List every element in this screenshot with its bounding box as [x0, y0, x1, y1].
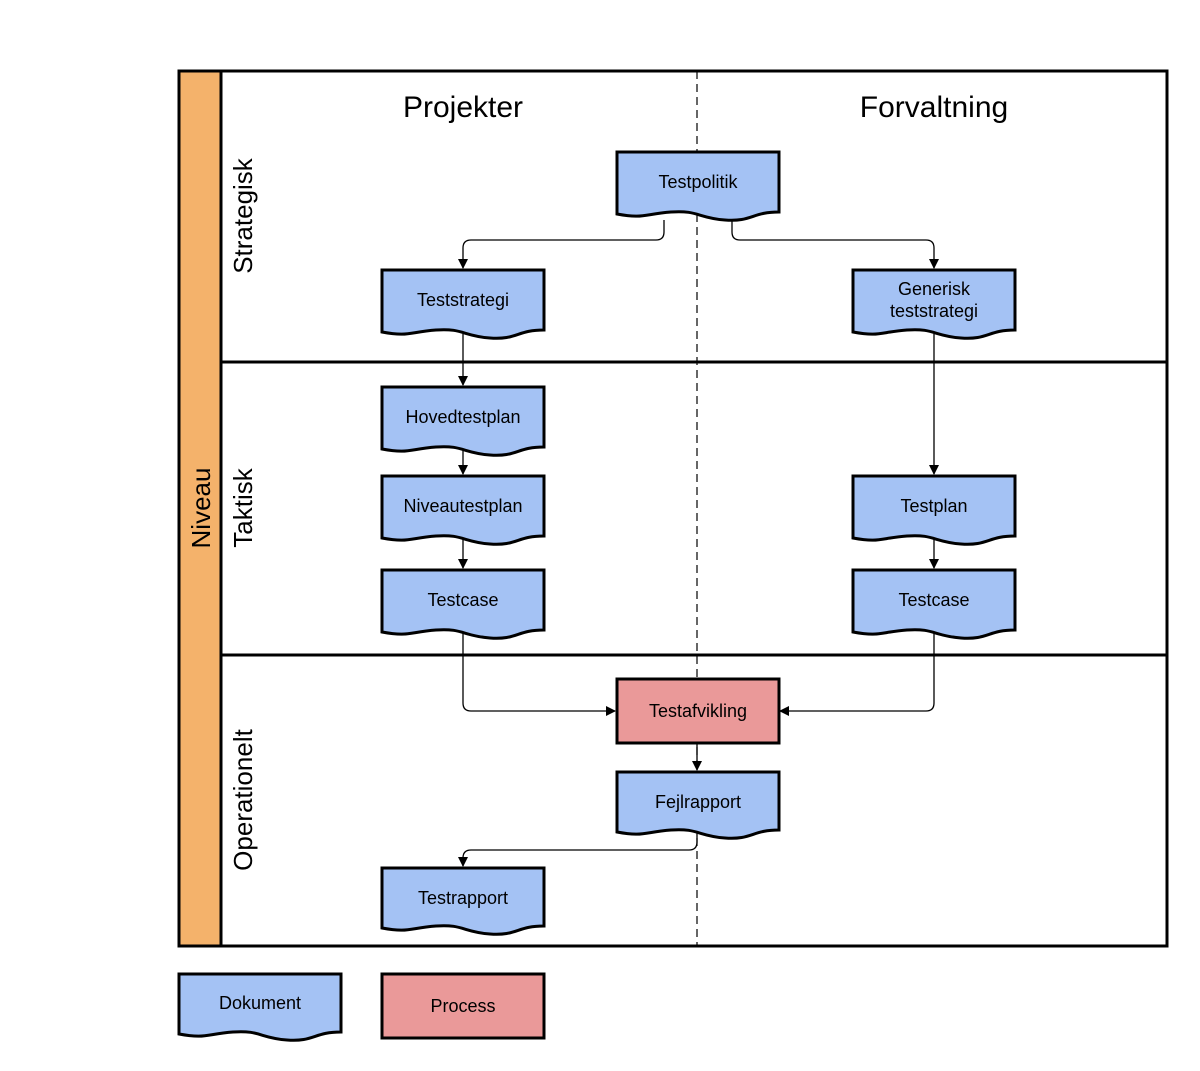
niveau-label: Niveau [186, 468, 216, 549]
node-label: Hovedtestplan [405, 407, 520, 427]
node-label: Testrapport [418, 888, 508, 908]
node-testcase-projekter[interactable]: Testcase [380, 568, 546, 640]
edge-fejlrapport-testrapport [458, 828, 698, 867]
node-label-line-1: Generisk [898, 279, 971, 299]
column-header-forvaltning: Forvaltning [860, 91, 1008, 124]
legend-process-label: Process [430, 996, 495, 1016]
node-label: Testcase [427, 590, 498, 610]
document-shape [851, 474, 1017, 546]
document-shape [851, 268, 1017, 340]
node-generisk-teststrategi[interactable]: Generisk teststrategi [851, 268, 1017, 340]
node-testcase-forvaltning[interactable]: Testcase [851, 568, 1017, 640]
node-testrapport[interactable]: Testrapport [380, 866, 546, 936]
legend-dokument: Dokument [177, 972, 343, 1042]
edge-testpolitik-teststrategi [458, 220, 665, 269]
node-label: Teststrategi [417, 290, 509, 310]
node-label-line-2: teststrategi [890, 301, 978, 321]
column-header-projekter: Projekter [403, 91, 523, 124]
legend-dokument-label: Dokument [219, 993, 301, 1013]
node-label: Niveautestplan [403, 496, 522, 516]
document-shape [380, 474, 546, 546]
node-testplan[interactable]: Testplan [851, 474, 1017, 546]
process-shape [615, 677, 781, 745]
legend-process-shape [380, 972, 546, 1040]
niveau-band [177, 69, 223, 948]
document-shape [380, 568, 546, 640]
pool-frame [219, 69, 1169, 948]
document-shape [851, 568, 1017, 640]
document-shape [380, 385, 546, 457]
legend-document-shape [177, 972, 343, 1042]
edge-testpolitik-generisk [731, 213, 939, 269]
node-label: Testpolitik [658, 172, 738, 192]
node-niveautestplan[interactable]: Niveautestplan [380, 474, 546, 546]
document-shape [615, 150, 781, 222]
lane-label-taktisk: Taktisk [228, 467, 258, 547]
node-fejlrapport[interactable]: Fejlrapport [615, 770, 781, 840]
lane-label-operationelt: Operationelt [228, 728, 258, 870]
edge-testcase-testafvikling-left [462, 633, 616, 716]
edge-testcase-testafvikling-right [779, 633, 935, 716]
document-shape [380, 866, 546, 936]
node-label: Testafvikling [649, 701, 747, 721]
document-shape [380, 268, 546, 340]
node-hovedtestplan[interactable]: Hovedtestplan [380, 385, 546, 457]
node-label: Testplan [900, 496, 967, 516]
node-teststrategi[interactable]: Teststrategi [380, 268, 546, 340]
legend-process: Process [380, 972, 546, 1040]
node-label: Testcase [898, 590, 969, 610]
node-label: Fejlrapport [655, 792, 741, 812]
node-testpolitik[interactable]: Testpolitik [615, 150, 781, 222]
document-shape [615, 770, 781, 840]
node-testafvikling[interactable]: Testafvikling [615, 677, 781, 745]
lane-label-strategisk: Strategisk [228, 157, 258, 274]
